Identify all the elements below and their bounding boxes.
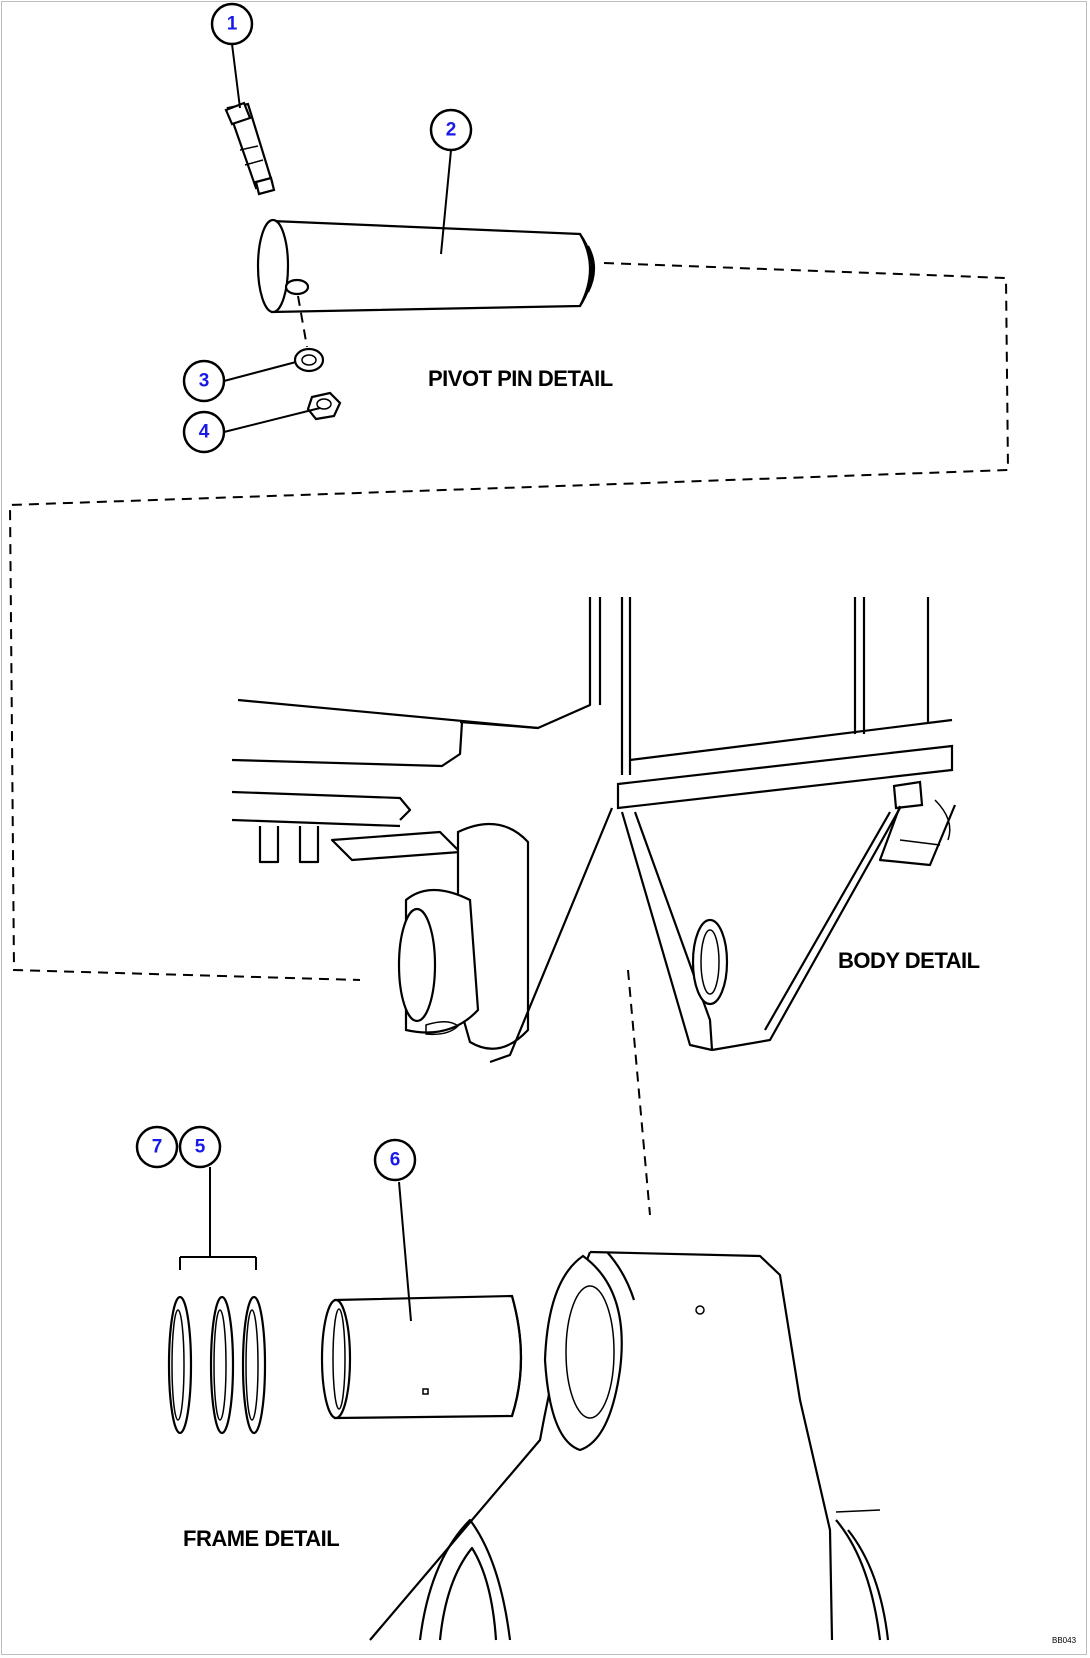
callout-6: 6 [373,1138,417,1182]
shims-part [167,1256,267,1435]
frame-detail: FRAME DETAIL [167,1250,890,1641]
frame-casting [589,1250,834,1641]
callout-2: 2 [429,108,473,152]
callout-3: 3 [182,359,226,403]
callout-5: 5 [178,1125,222,1169]
bushing-part [320,1294,523,1420]
reference-line-pin-to-body [8,262,1010,981]
pivot-pin-detail: PIVOT PIN DETAIL [224,101,613,421]
figure-code: BB043 [1052,1636,1077,1645]
nut-part [306,391,342,421]
callout-number: 2 [446,120,457,141]
callout-number: 1 [227,14,238,35]
reference-line-body-to-frame [627,969,651,1216]
callout-number: 6 [390,1150,401,1171]
callout-leaders [209,43,452,1322]
callout-4: 4 [182,410,226,454]
pivot-pin-part [256,218,596,314]
callout-number: 4 [199,422,210,443]
bolt-part [224,101,276,196]
callout-number: 3 [199,371,210,392]
body-detail: BODY DETAIL [231,597,980,1064]
body-detail-label: BODY DETAIL [838,948,980,973]
callout-7: 7 [135,1125,179,1169]
callout-number: 5 [195,1137,206,1158]
frame-detail-label: FRAME DETAIL [183,1526,339,1551]
washer-part [293,347,325,373]
pivot-pin-detail-label: PIVOT PIN DETAIL [428,366,613,391]
callout-number: 7 [152,1137,163,1158]
callout-1: 1 [210,2,254,46]
